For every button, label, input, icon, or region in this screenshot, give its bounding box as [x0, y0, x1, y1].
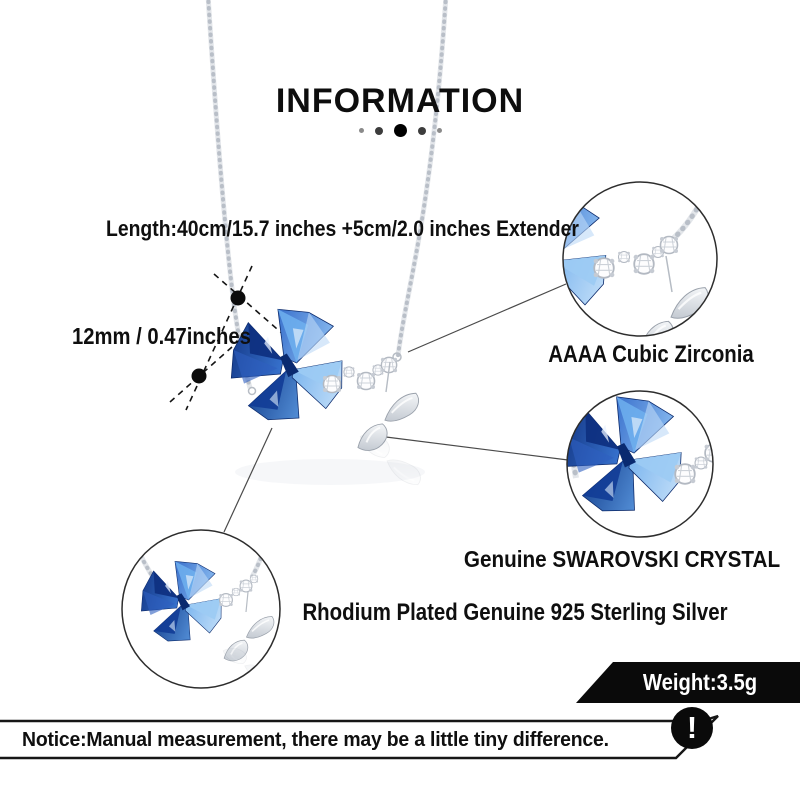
page-title: INFORMATION	[275, 82, 525, 120]
weight-banner-label: Weight:3.5g	[642, 669, 758, 695]
measurement-marks	[169, 265, 293, 411]
crystal-annotation: Genuine SWAROVSKI CRYSTAL	[463, 546, 781, 572]
zoom-circle-silver	[121, 529, 281, 689]
divider-dot	[436, 128, 442, 133]
exclamation-icon: !	[671, 707, 713, 749]
leader-line-cz	[407, 283, 567, 353]
weight-banner-shape	[576, 662, 800, 703]
leader-line-silver	[223, 427, 273, 533]
pendant	[211, 287, 421, 457]
pendant-size-annotation: 12mm / 0.47inches	[72, 323, 251, 349]
zoom-circle-swarovski	[566, 390, 714, 538]
divider-dot	[374, 126, 383, 135]
measure-dot-bottom	[191, 368, 207, 384]
stone-quality-annotation: AAAA Cubic Zirconia	[548, 341, 754, 368]
divider-dot	[358, 128, 364, 133]
necklace-chain-right	[398, 0, 446, 356]
divider-dot	[393, 124, 407, 137]
measure-dot-top	[230, 290, 246, 306]
metal-annotation: Rhodium Plated Genuine 925 Sterling Silv…	[302, 599, 728, 626]
zoom-circle-cz	[562, 181, 718, 337]
title-divider-dots	[0, 124, 800, 137]
pendant-reflection	[235, 427, 425, 492]
leader-line-swarovski	[385, 436, 569, 461]
notice-text: Notice:Manual measurement, there may be …	[22, 729, 609, 751]
length-annotation: Length:40cm/15.7 inches +5cm/2.0 inches …	[106, 216, 579, 241]
divider-dot	[417, 126, 426, 135]
